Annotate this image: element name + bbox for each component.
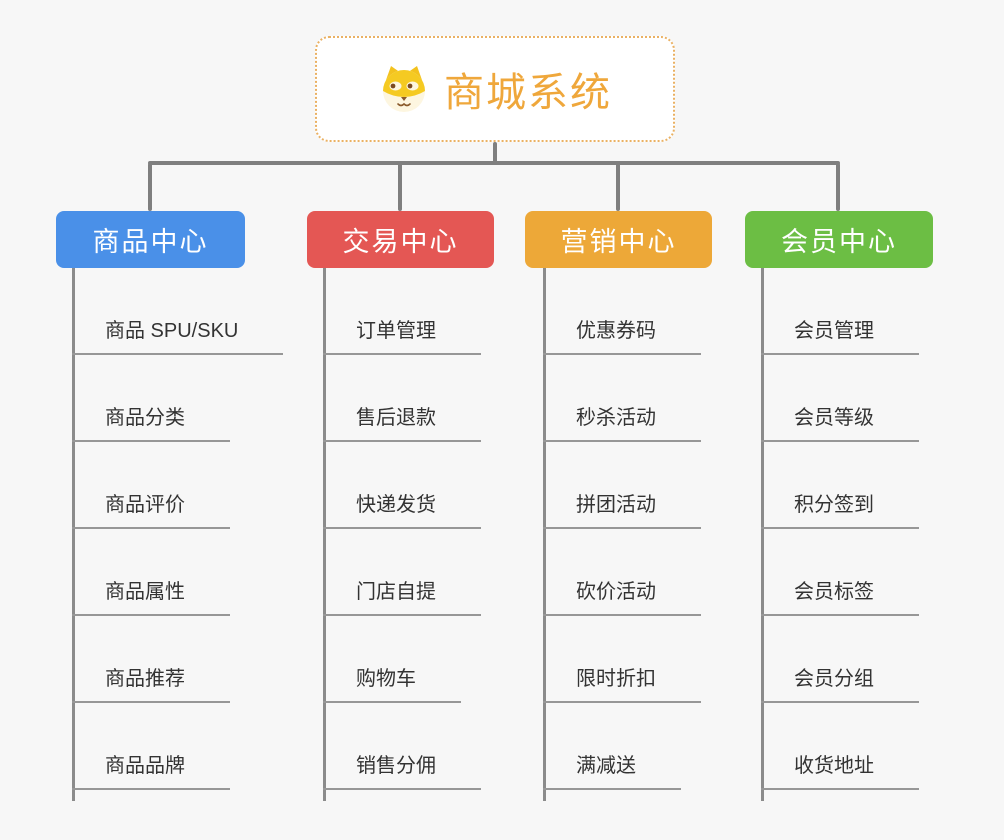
- branch-children-product-center: 商品 SPU/SKU 商品分类 商品评价 商品属性 商品推荐 商品品牌: [72, 317, 284, 790]
- child-node[interactable]: 销售分佣: [323, 752, 481, 790]
- branch-children-trade-center: 订单管理 售后退款 快递发货 门店自提 购物车 销售分佣: [323, 317, 481, 790]
- root-node[interactable]: 商城系统: [315, 36, 675, 142]
- child-node[interactable]: 快递发货: [323, 491, 481, 529]
- child-node[interactable]: 拼团活动: [543, 491, 701, 529]
- child-node[interactable]: 砍价活动: [543, 578, 701, 616]
- child-node[interactable]: 会员管理: [761, 317, 919, 355]
- child-node[interactable]: 商品分类: [72, 404, 230, 442]
- drop-connector: [616, 163, 620, 211]
- child-node[interactable]: 收货地址: [761, 752, 919, 790]
- branch-children-marketing-center: 优惠券码 秒杀活动 拼团活动 砍价活动 限时折扣 满减送: [543, 317, 701, 790]
- child-node[interactable]: 商品属性: [72, 578, 230, 616]
- child-node[interactable]: 门店自提: [323, 578, 481, 616]
- branch-node-product-center[interactable]: 商品中心: [56, 211, 245, 268]
- child-node[interactable]: 商品 SPU/SKU: [72, 317, 284, 355]
- child-node[interactable]: 商品评价: [72, 491, 230, 529]
- dog-face-icon: [383, 66, 425, 112]
- drop-connector: [398, 163, 402, 211]
- child-node[interactable]: 商品推荐: [72, 665, 230, 703]
- child-node[interactable]: 满减送: [543, 752, 681, 790]
- child-node[interactable]: 会员分组: [761, 665, 919, 703]
- child-node[interactable]: 售后退款: [323, 404, 481, 442]
- child-node[interactable]: 优惠券码: [543, 317, 701, 355]
- branch-node-trade-center[interactable]: 交易中心: [307, 211, 494, 268]
- drop-connector: [148, 163, 152, 211]
- child-node[interactable]: 会员标签: [761, 578, 919, 616]
- child-node[interactable]: 会员等级: [761, 404, 919, 442]
- column-trunk-line: [323, 268, 326, 801]
- child-node[interactable]: 订单管理: [323, 317, 481, 355]
- root-stem-connector: [493, 142, 497, 163]
- drop-connector: [836, 163, 840, 211]
- child-node[interactable]: 商品品牌: [72, 752, 230, 790]
- branch-node-member-center[interactable]: 会员中心: [745, 211, 933, 268]
- child-node[interactable]: 秒杀活动: [543, 404, 701, 442]
- column-trunk-line: [761, 268, 764, 801]
- root-title: 商城系统: [444, 71, 612, 115]
- branch-children-member-center: 会员管理 会员等级 积分签到 会员标签 会员分组 收货地址: [761, 317, 919, 790]
- branch-bus-connector: [148, 161, 840, 165]
- column-trunk-line: [543, 268, 546, 801]
- child-node[interactable]: 购物车: [323, 665, 461, 703]
- column-trunk-line: [72, 268, 75, 801]
- child-node[interactable]: 限时折扣: [543, 665, 701, 703]
- child-node[interactable]: 积分签到: [761, 491, 919, 529]
- branch-node-marketing-center[interactable]: 营销中心: [525, 211, 712, 268]
